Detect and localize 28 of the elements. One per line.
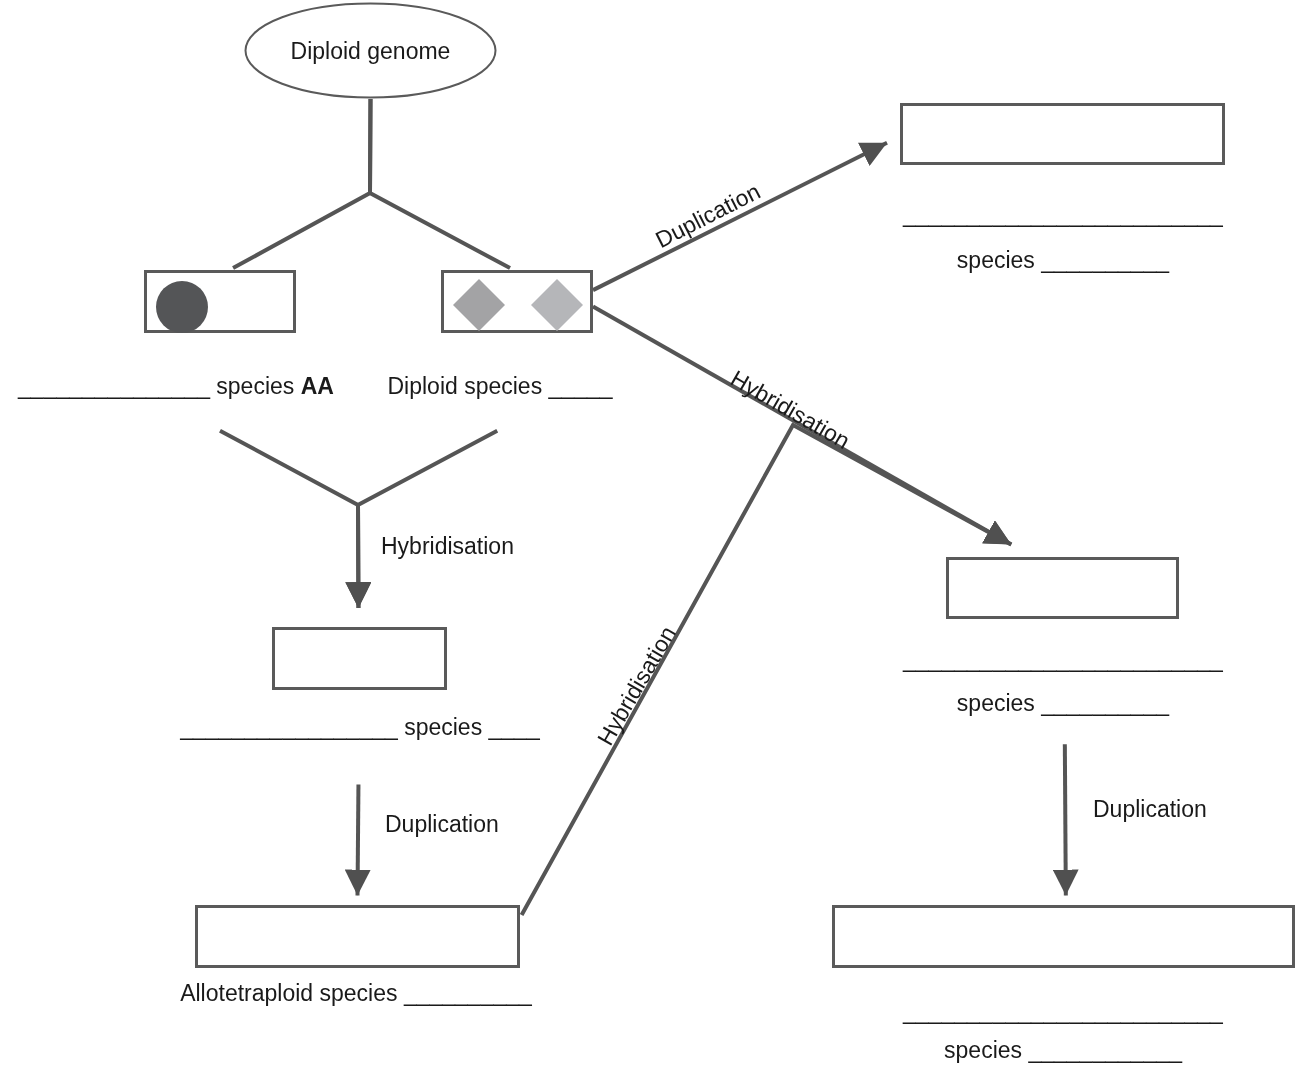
- empty-box: [832, 905, 1295, 968]
- fill-in-label: _________________________: [903, 645, 1223, 673]
- edge-label: Hybridisation: [379, 534, 516, 560]
- connector-line: [368, 99, 511, 270]
- fill-in-label: _________________________: [903, 997, 1223, 1025]
- fill-in-label: Allotetraploid species __________: [180, 979, 532, 1007]
- fill-in-label: _______________ species AA: [18, 372, 334, 400]
- arrow: [344, 784, 371, 896]
- fill-in-label: species __________: [956, 246, 1170, 274]
- fill-in-label: _________________________: [903, 200, 1223, 228]
- fill-in-label: _________________ species ____: [180, 713, 540, 741]
- ellipse-node: [244, 2, 497, 99]
- fill-in-label: species ____________: [944, 1036, 1182, 1064]
- edge-label: Duplication: [1091, 797, 1209, 823]
- empty-box: [900, 103, 1225, 165]
- node-label: Diploid genome: [289, 37, 452, 64]
- edge-label: Duplication: [383, 812, 501, 838]
- empty-box: [946, 557, 1179, 619]
- arrow: [345, 428, 499, 609]
- empty-box: [195, 905, 520, 968]
- fill-in-label: Diploid species _____: [387, 372, 613, 400]
- arrow: [1052, 744, 1079, 896]
- arrow: [592, 140, 888, 292]
- empty-box: [144, 270, 296, 333]
- fill-in-label: species __________: [956, 689, 1170, 717]
- empty-box: [272, 627, 447, 690]
- arrow: [519, 422, 1013, 917]
- empty-box: [441, 270, 593, 333]
